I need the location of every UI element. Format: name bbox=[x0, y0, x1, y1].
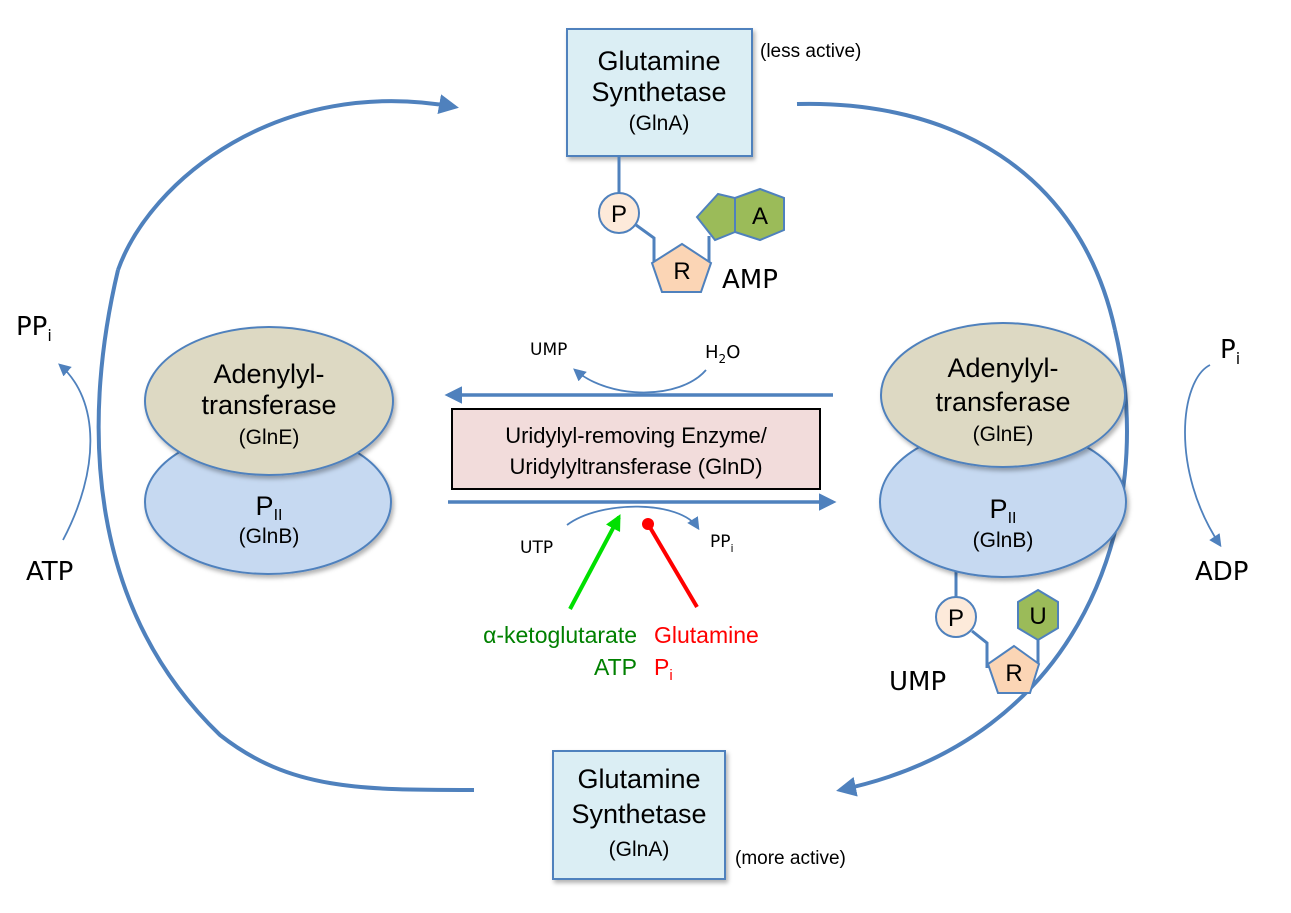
glne-left-line2: transferase bbox=[201, 390, 336, 420]
gs-bottom-line2: Synthetase bbox=[571, 799, 706, 829]
adenine-label: A bbox=[752, 203, 768, 230]
phosphate-circle bbox=[598, 192, 640, 234]
gs-bottom-line1: Glutamine bbox=[577, 764, 700, 794]
phosphate-label: P bbox=[948, 605, 964, 632]
pyrimidine-ring bbox=[1017, 588, 1059, 642]
glnb-left-name: (GlnB) bbox=[239, 525, 300, 548]
inhibitor-pi: Pi bbox=[654, 654, 673, 684]
glnd-line2: Uridylyltransferase (GlnD) bbox=[509, 454, 762, 479]
ribose-pentagon bbox=[986, 644, 1041, 694]
inhibitor-glutamine: Glutamine bbox=[654, 622, 759, 648]
phosphate-label: P bbox=[611, 201, 627, 228]
bottom-reaction-utp: UTP bbox=[520, 538, 553, 558]
ribose-label: R bbox=[673, 258, 690, 285]
gs-top-line1: Glutamine bbox=[597, 46, 720, 76]
glne-left-line3: (GlnE) bbox=[239, 426, 300, 449]
inhibitor-dot bbox=[642, 518, 654, 530]
glne-ellipse-left bbox=[144, 326, 394, 476]
cycle-arrow-left-lower bbox=[96, 269, 475, 792]
gs-bottom-state: (more active) bbox=[735, 848, 846, 869]
bottom-reaction-ppi: PPi bbox=[710, 532, 734, 555]
glutamine-synthetase-bottom: Glutamine Synthetase (GlnA) bbox=[552, 750, 726, 880]
h2o-to-ump-arrow bbox=[573, 368, 707, 394]
glne-right-line1: Adenylyl- bbox=[947, 353, 1058, 383]
ribose-pentagon bbox=[650, 242, 713, 293]
gs-top-state: (less active) bbox=[760, 41, 861, 62]
phosphate-circle bbox=[935, 596, 977, 638]
glnb-left-main: PII bbox=[256, 491, 283, 524]
glnd-box: Uridylyl-removing Enzyme/ Uridylyltransf… bbox=[451, 408, 821, 490]
amp-group: P R A AMP bbox=[598, 156, 785, 295]
pi-to-adp-arrow bbox=[1184, 364, 1222, 548]
uracil-label: U bbox=[1029, 603, 1046, 630]
left-atp: ATP bbox=[26, 557, 73, 587]
gs-bottom-line3: (GlnA) bbox=[609, 838, 670, 861]
amp-label: AMP bbox=[722, 265, 778, 295]
left-ppi: PPi bbox=[16, 312, 52, 345]
activator-alpha-ketoglutarate: α-ketoglutarate bbox=[483, 622, 637, 648]
activator-arrow bbox=[568, 514, 621, 610]
utp-to-ppi-arrow bbox=[566, 505, 700, 531]
gs-top-line3: (GlnA) bbox=[629, 112, 690, 135]
cycle-arrow-right-lower bbox=[836, 329, 1129, 797]
activator-atp: ATP bbox=[594, 654, 637, 680]
left-complex: Adenylyl- transferase (GlnE) PII (GlnB) bbox=[144, 326, 394, 575]
glne-right-line3: (GlnE) bbox=[973, 423, 1034, 446]
ribose-label: R bbox=[1005, 660, 1022, 687]
inhibitor-line bbox=[646, 522, 699, 609]
purine-six-ring bbox=[734, 187, 785, 242]
right-complex: Adenylyl- transferase (GlnE) PII (GlnB) bbox=[879, 322, 1127, 600]
glne-left-line1: Adenylyl- bbox=[213, 359, 324, 389]
top-reaction-h2o: H2O bbox=[705, 342, 740, 366]
glnb-right-name: (GlnB) bbox=[973, 529, 1034, 552]
atp-to-ppi-arrow bbox=[58, 363, 92, 541]
right-adp: ADP bbox=[1195, 557, 1249, 587]
right-pi: Pi bbox=[1220, 335, 1240, 368]
top-reaction-ump: UMP bbox=[530, 340, 567, 360]
glne-right-line2: transferase bbox=[935, 387, 1070, 417]
ump-label: UMP bbox=[889, 667, 946, 697]
purine-five-ring bbox=[695, 192, 736, 242]
cycle-arrow-right-upper bbox=[796, 101, 1117, 331]
glutamine-synthetase-top: Glutamine Synthetase (GlnA) bbox=[566, 28, 753, 157]
glnd-line1: Uridylyl-removing Enzyme/ bbox=[505, 423, 768, 448]
glne-ellipse-right bbox=[880, 322, 1126, 468]
glnb-right-main: PII bbox=[990, 494, 1017, 527]
gs-top-line2: Synthetase bbox=[591, 77, 726, 107]
cycle-arrow-left-upper bbox=[116, 94, 459, 271]
ump-group: P R U UMP bbox=[889, 588, 1059, 697]
